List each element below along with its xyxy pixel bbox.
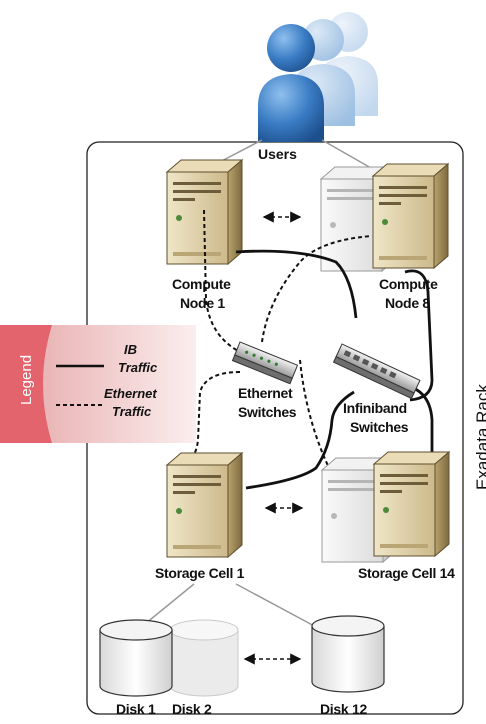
ib-link-compute8 <box>404 269 434 402</box>
disk-1-label: Disk 1 <box>116 701 156 717</box>
users-label: Users <box>258 146 297 162</box>
disk-2-icon <box>169 619 239 697</box>
disk-link-line <box>235 583 319 629</box>
exadata-rack-label: Exadata Rack <box>473 384 486 490</box>
storage-cell-1-server-icon <box>166 452 243 558</box>
infiniband-switch-label-line2: Switches <box>350 419 409 435</box>
compute-node-8-number: Node 8 <box>385 295 430 311</box>
legend-ib-label-line1: IB <box>124 342 137 357</box>
compute-node-8-label: Compute <box>379 276 438 292</box>
eth-link-compute1 <box>203 209 241 353</box>
legend-ethernet-label-line2: Traffic <box>112 404 152 419</box>
storage-cell-14-label: Storage Cell 14 <box>358 565 455 581</box>
storage-cell-1-label: Storage Cell 1 <box>155 565 245 581</box>
infiniband-switch-icon <box>332 343 421 400</box>
users-icon <box>258 12 378 142</box>
disk-12-icon <box>311 615 385 693</box>
ethernet-switch-icon <box>231 341 299 385</box>
disk-12-label: Disk 12 <box>320 701 367 717</box>
disk-1-icon <box>99 619 173 697</box>
legend-ib-label-line2: Traffic <box>118 360 158 375</box>
compute-node-8-server-icon <box>372 163 449 269</box>
legend-title: Legend <box>18 355 35 405</box>
infiniband-switch-label-line1: Infiniband <box>343 400 407 416</box>
ib-link-compute1 <box>235 249 358 319</box>
storage-cell-14-server-icon <box>373 451 450 557</box>
compute-node-1-label: Compute <box>172 276 231 292</box>
disk-2-label: Disk 2 <box>172 701 212 717</box>
legend-ethernet-label-line1: Ethernet <box>104 386 157 401</box>
ethernet-switch-label-line2: Switches <box>238 404 297 420</box>
eth-link-compute8 <box>261 235 373 343</box>
ib-link-cell1 <box>245 390 355 490</box>
legend-panel: Legend IB Traffic Ethernet Traffic <box>0 325 196 443</box>
compute-node-1-number: Node 1 <box>180 295 225 311</box>
ethernet-switch-label-line1: Ethernet <box>238 385 293 401</box>
